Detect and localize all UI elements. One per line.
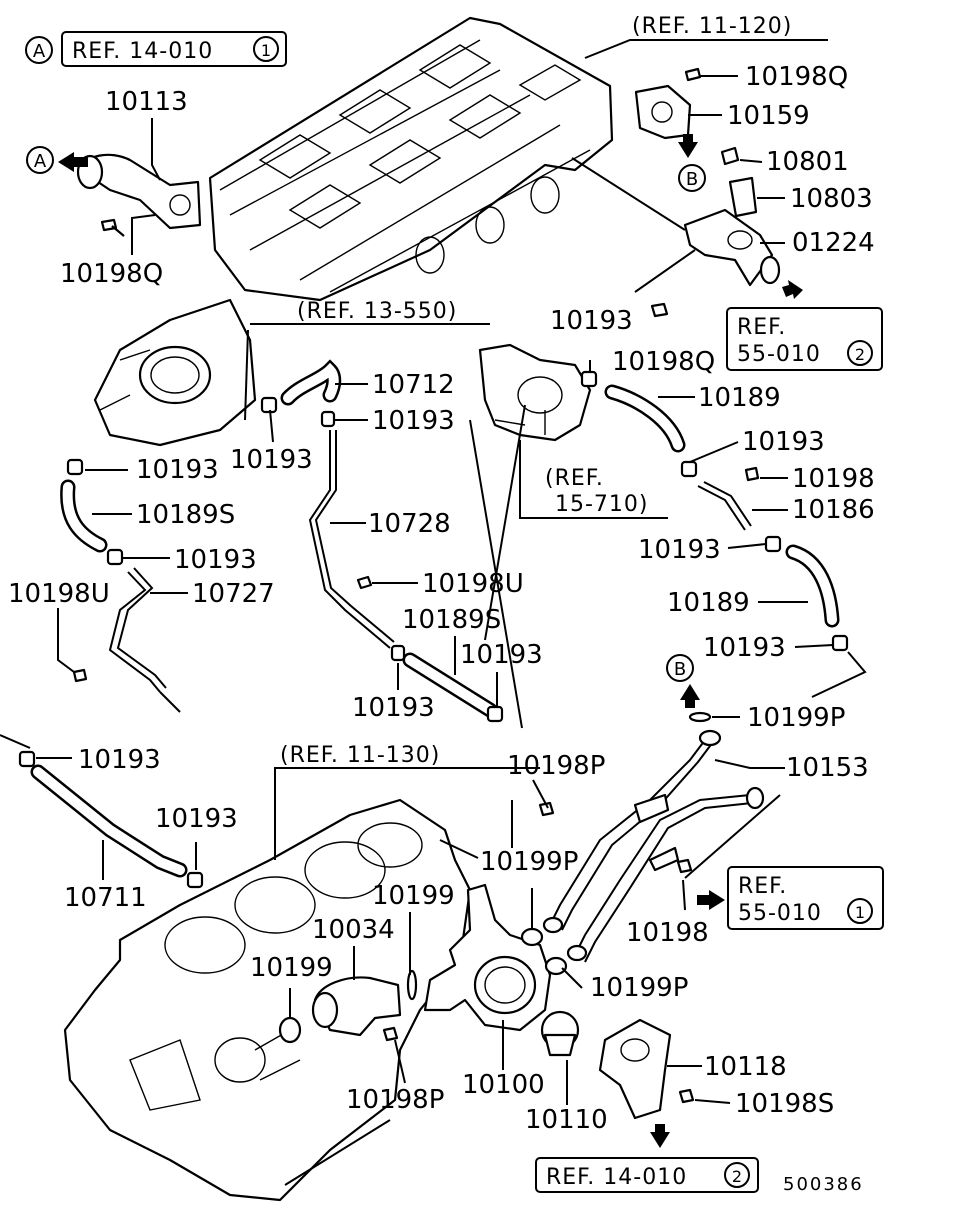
label-10193-mid3: 10193 [352,693,435,723]
svg-text:2: 2 [732,1167,742,1186]
label-10193-mid2: 10193 [460,640,543,670]
label-10193-left2: 10193 [230,445,313,475]
arrow-right-icon [697,890,725,910]
label-10110: 10110 [525,1105,608,1135]
diagram-code: 500386 [783,1174,864,1195]
label-10198U-left: 10198U [8,579,110,609]
label-10189-right2: 10189 [667,588,750,618]
label-10193-mid: 10193 [550,306,633,336]
circle-b-lower: B [666,654,694,682]
ref-14-010-text: REF. 14-010 [72,39,213,64]
label-10199P-mid: 10199P [480,847,578,877]
flow-arrows [58,134,803,1148]
thermostat-housing-upper [478,343,592,442]
label-10198Q-mid: 10198Q [612,347,715,377]
label-10193-lower2: 10193 [155,804,238,834]
arrow-down-right-icon [782,280,803,299]
svg-text:B: B [674,659,686,680]
ref-box-55-010-1: REF. 55-010 1 [727,866,884,930]
label-10100: 10100 [462,1070,545,1100]
circle-b-top: B [678,164,706,192]
label-10193-712: 10193 [372,406,455,436]
label-10199-mid: 10199 [372,881,455,911]
label-10193-left3: 10193 [174,545,257,575]
label-10189S-left: 10189S [136,500,235,530]
label-10193-left1: 10193 [136,455,219,485]
label-10153: 10153 [786,753,869,783]
svg-text:REF.: REF. [738,874,787,899]
ref-box-14-010-2: REF. 14-010 2 [535,1157,759,1193]
label-10198-right: 10198 [792,464,875,494]
pipes [108,430,765,963]
label-10801: 10801 [766,147,849,177]
label-10193-lower1: 10193 [78,745,161,775]
label-10118: 10118 [704,1052,787,1082]
label-10199-left: 10199 [250,953,333,983]
svg-text:REF. 14-010: REF. 14-010 [546,1165,687,1190]
label-10198Q-top: 10198Q [745,62,848,92]
leader-lines [0,39,867,1186]
label-10159: 10159 [727,101,810,131]
svg-text:A: A [34,151,47,172]
arrow-left-icon [58,152,88,172]
label-10711: 10711 [64,883,147,913]
svg-text:1: 1 [855,903,865,922]
ref-13-550-text: (REF. 13-550) [297,299,457,324]
circle-one-label: 1 [261,41,271,60]
hoses [30,359,840,878]
label-10198P-lower: 10198P [346,1085,444,1115]
ref-15-710-text-a: (REF. [545,466,604,491]
svg-text:55-010: 55-010 [738,901,822,926]
ref-11-130-text: (REF. 11-130) [280,743,440,768]
cylinder-block [63,798,472,1202]
label-01224: 01224 [792,228,875,258]
circle-a-arrow: A [26,146,54,174]
throttle-body [93,298,257,447]
ref-15-710-text-b: 15-710) [555,492,649,517]
label-10198P-top: 10198P [507,751,605,781]
circle-a-label: A [33,41,46,62]
arrow-up-icon [680,684,700,708]
svg-text:B: B [686,169,698,190]
ref-11-120-text: (REF. 11-120) [632,14,792,39]
label-10193-right1: 10193 [742,427,825,457]
label-10199P-top: 10199P [747,703,845,733]
small-parts [18,67,849,1120]
label-10034: 10034 [312,915,395,945]
label-10186: 10186 [792,495,875,525]
label-10199P-lower: 10199P [590,973,688,1003]
svg-text:55-010: 55-010 [737,342,821,367]
label-10198S: 10198S [735,1089,834,1119]
label-10198Q-left: 10198Q [60,259,163,289]
label-10727: 10727 [192,579,275,609]
cylinder-head [208,16,614,302]
part-labels: 10113 10198Q 10198Q 10159 10801 10803 01… [8,62,875,1135]
ref-box-55-010-2: REF. 55-010 2 [726,307,883,371]
label-10113: 10113 [105,87,188,117]
label-10193-right2: 10193 [638,535,721,565]
label-10712: 10712 [372,370,455,400]
label-10198-lower: 10198 [626,918,709,948]
label-10189S-mid: 10189S [402,605,501,635]
svg-text:REF.: REF. [737,315,786,340]
clamps [18,370,849,889]
label-10193-right3: 10193 [703,633,786,663]
label-10803: 10803 [790,184,873,214]
arrow-down-icon [650,1124,670,1148]
ref-box-14-010-1: A REF. 14-010 1 [25,31,287,67]
svg-text:2: 2 [855,345,865,364]
label-10728: 10728 [368,509,451,539]
label-10198U-mid: 10198U [422,569,524,599]
arrow-down-icon [678,134,698,158]
label-10189-right1: 10189 [698,383,781,413]
